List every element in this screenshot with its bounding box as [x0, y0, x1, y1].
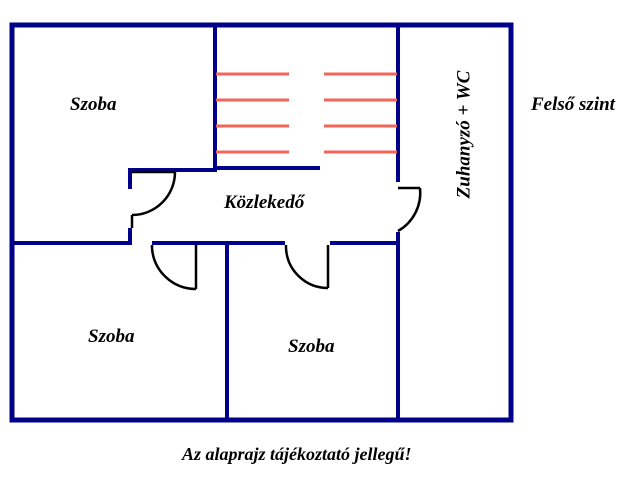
room-label-szoba-top: Szoba [70, 94, 117, 115]
room-label-szoba-bottom-right: Szoba [288, 336, 335, 357]
door-bath [397, 186, 422, 233]
door-szoba-bottom-right [284, 245, 330, 290]
interior-walls [12, 25, 400, 420]
room-label-szoba-bottom-left: Szoba [88, 326, 135, 347]
door-kozlekedo-west [130, 170, 177, 228]
floor-level-label: Felső szint [531, 94, 615, 115]
staircase-treads [216, 72, 397, 154]
room-label-zuhanyzo-wc: Zuhanyzó + WC [453, 70, 475, 199]
doors [130, 170, 422, 291]
door-szoba-bottom-left [150, 245, 198, 291]
room-label-kozlekedo: Közlekedő [224, 192, 305, 213]
disclaimer-caption: Az alaprajz tájékoztató jellegű! [182, 444, 412, 464]
outer-walls [9, 22, 514, 423]
